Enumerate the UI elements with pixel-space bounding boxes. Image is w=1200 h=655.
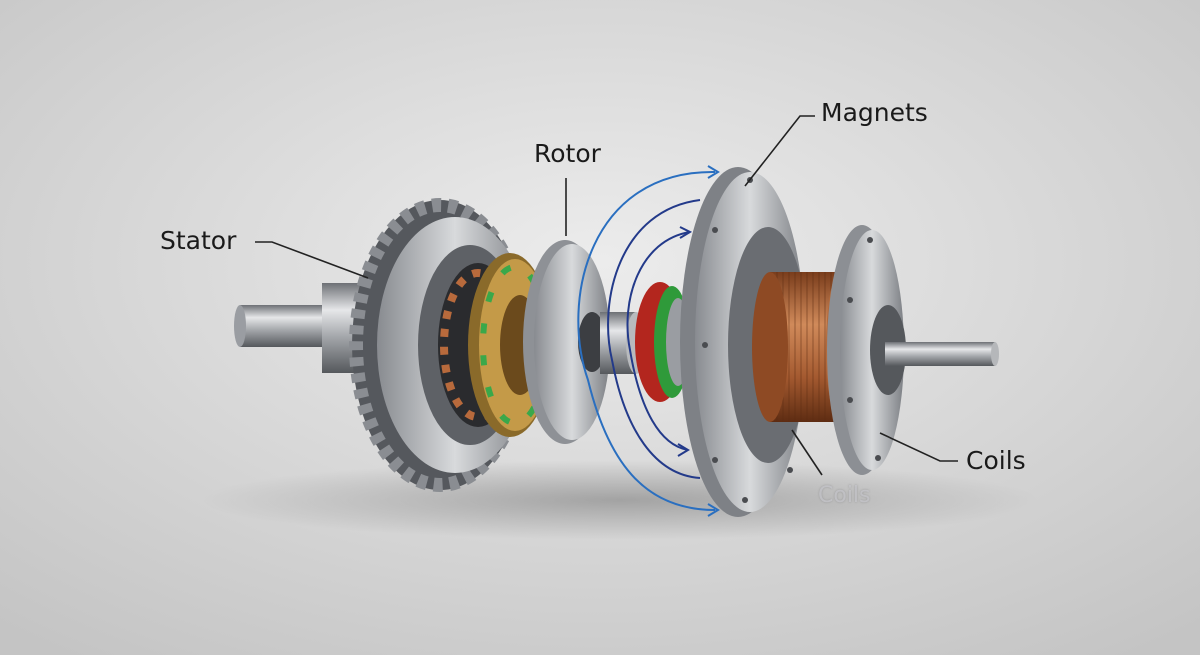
- coils-leader-line: [879, 432, 958, 462]
- field-line: [607, 199, 701, 479]
- field-arrow: [679, 226, 693, 239]
- rotor-label: Rotor: [534, 139, 601, 168]
- rotor-disk: [523, 240, 646, 444]
- coils-secondary-leader-line: [791, 429, 823, 476]
- coils-faint-label: Coils: [818, 483, 871, 508]
- coils-label: Coils: [966, 446, 1026, 475]
- field-arrow: [677, 443, 690, 457]
- magnetic-field-lines: [577, 165, 720, 517]
- field-line: [577, 170, 716, 511]
- field-line: [626, 231, 691, 451]
- right-shaft: [885, 342, 999, 366]
- magnets-label: Magnets: [821, 98, 928, 127]
- stator-gear: [349, 198, 533, 492]
- magnets-leader-line: [744, 115, 815, 187]
- stator-label: Stator: [160, 226, 237, 255]
- end-plate: [827, 225, 906, 475]
- field-arrow: [707, 503, 720, 517]
- field-arrow: [707, 165, 720, 179]
- floor-shadow: [200, 460, 1040, 540]
- stator-leader-line: [255, 241, 369, 279]
